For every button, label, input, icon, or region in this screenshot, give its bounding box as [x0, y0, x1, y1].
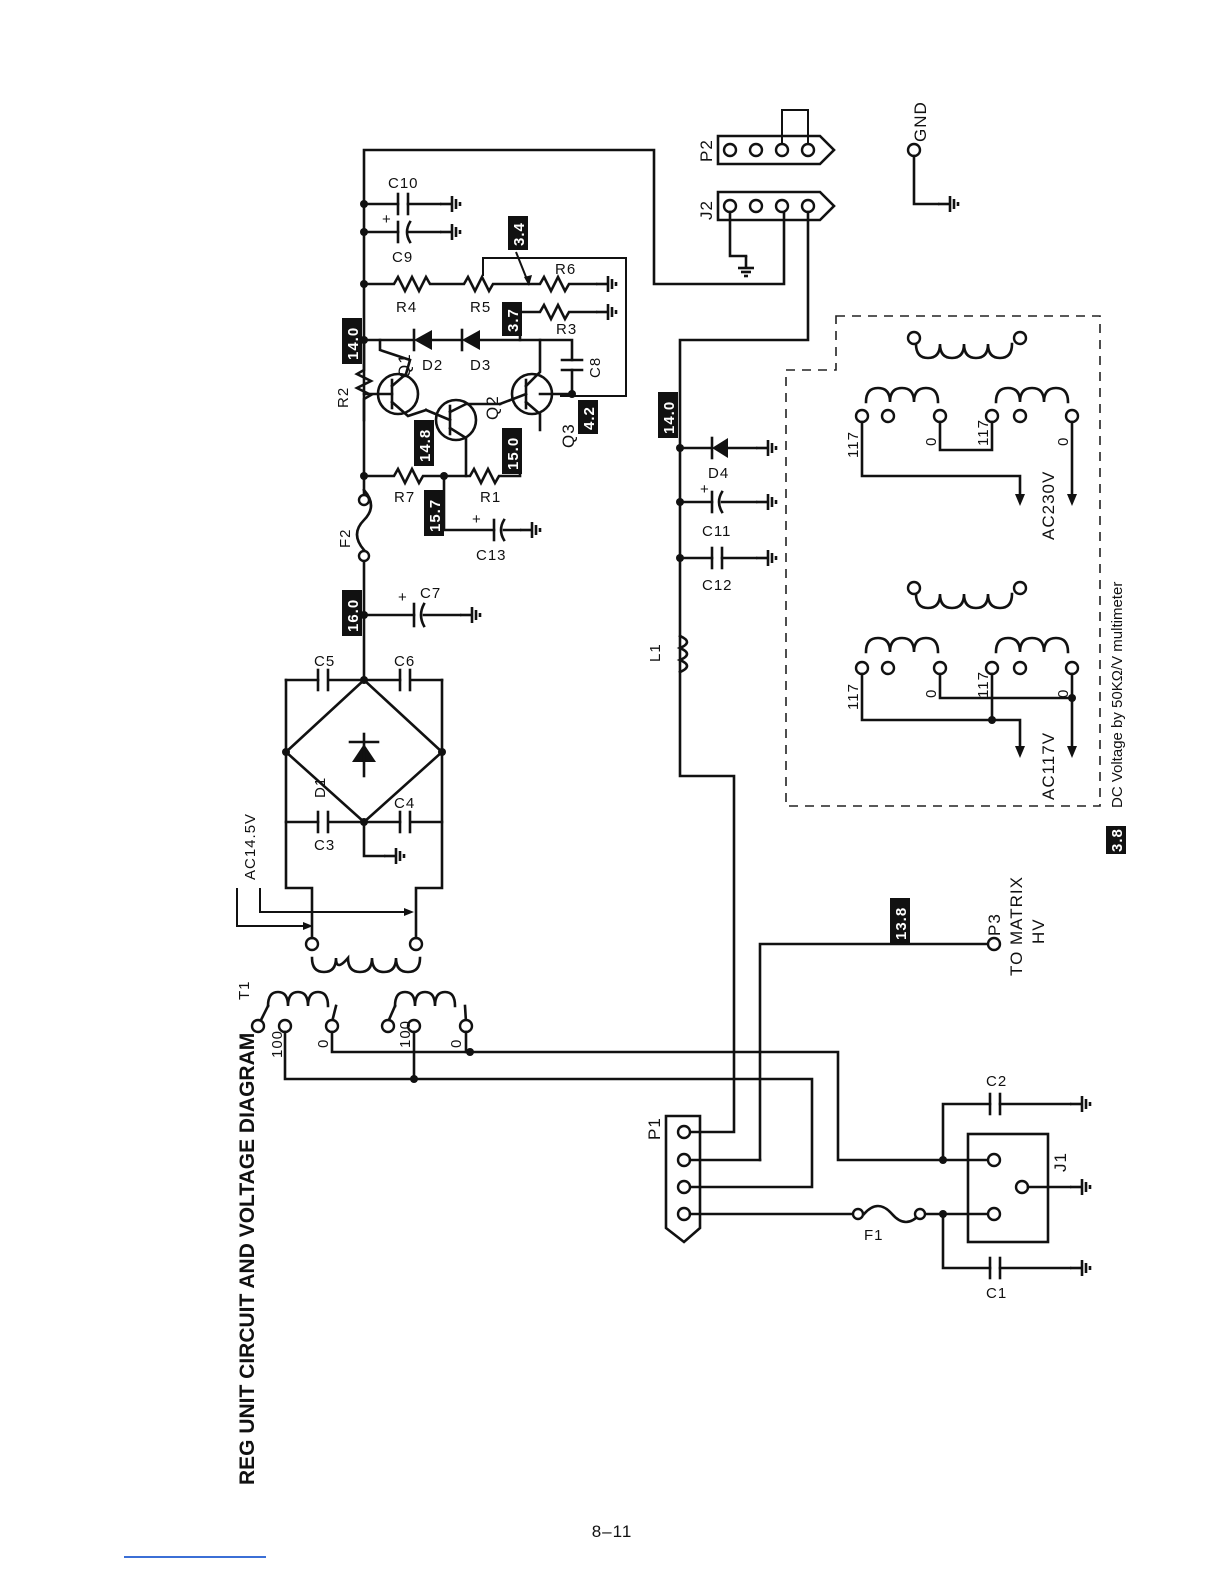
- tap117-d: 117: [975, 671, 992, 698]
- c7-label: C7: [420, 585, 441, 602]
- q3-label: Q3: [559, 423, 578, 448]
- p3-hv-output: P3 TO MATRIX HV: [758, 876, 1048, 1162]
- q2-label: Q2: [483, 395, 502, 420]
- ac14-5v-label: AC14.5V: [242, 813, 259, 880]
- tap0-a: 0: [315, 1039, 332, 1048]
- r2-label: R2: [335, 387, 352, 408]
- d4-label: D4: [708, 465, 729, 482]
- lv-filter: D4 + C11 C12 L1: [647, 436, 778, 674]
- voltage-14-8: 14.8: [417, 429, 434, 462]
- tap0-d: 0: [1055, 437, 1072, 446]
- d2-label: D2: [422, 357, 443, 374]
- c4-label: C4: [394, 795, 415, 812]
- note-badge: 3.8: [1109, 828, 1126, 852]
- voltage-selector-box: 117 0 117 0 AC230V 117 0 117 0 AC117V: [785, 315, 1101, 807]
- j1-label: J1: [1051, 1152, 1070, 1172]
- voltage-4-2: 4.2: [581, 406, 598, 430]
- tap0-f: 0: [1055, 689, 1072, 698]
- j2-label: J2: [697, 200, 716, 220]
- c13-plus: +: [472, 511, 482, 528]
- p3-label: P3: [985, 913, 1004, 936]
- c1-label: C1: [986, 1285, 1007, 1302]
- d3-label: D3: [470, 357, 491, 374]
- voltage-14-0-top: 14.0: [345, 327, 362, 360]
- q1-label: Q1: [395, 353, 414, 378]
- voltage-badges: 14.0 16.0 15.7 14.8 15.0 3.7 3.4 4.2 14.…: [342, 216, 910, 944]
- p2-label: P2: [697, 139, 716, 162]
- connector-p2: P2: [697, 109, 836, 166]
- r5-label: R5: [470, 299, 491, 316]
- c6-label: C6: [394, 653, 415, 670]
- voltage-15-7: 15.7: [427, 499, 444, 532]
- tap117-a: 117: [845, 431, 862, 458]
- voltage-3-4: 3.4: [511, 222, 528, 246]
- p1-label: P1: [645, 1117, 664, 1140]
- tap0-e: 0: [923, 689, 940, 698]
- to-matrix-label: TO MATRIX: [1007, 876, 1026, 976]
- connector-j2: J2: [678, 190, 836, 1134]
- tap100-a: 100: [269, 1030, 286, 1058]
- measurement-note: 3.8 DC Voltage by 50KΩ/V multimeter: [1106, 582, 1126, 854]
- regulator-section: F2 C7 + C10 + C9 R4 R5 R6 R3: [335, 148, 786, 682]
- tap0-c: 0: [923, 437, 940, 446]
- f1-label: F1: [864, 1227, 884, 1244]
- l1-label: L1: [647, 643, 664, 662]
- c3-label: C3: [314, 837, 335, 854]
- page-number: 8–11: [591, 1522, 633, 1541]
- c11-plus: +: [700, 481, 710, 498]
- gnd-label: GND: [911, 101, 930, 142]
- ac230v-label: AC230V: [1039, 471, 1058, 540]
- voltage-3-7: 3.7: [505, 308, 522, 332]
- c9-label: C9: [392, 249, 413, 266]
- r1-label: R1: [480, 489, 501, 506]
- r4-label: R4: [396, 299, 417, 316]
- t1-label: T1: [236, 980, 253, 1000]
- c7-plus: +: [398, 589, 408, 606]
- transformer-t1: T1 100 0 100 0 AC14.5V: [236, 678, 996, 1189]
- diagram-title: REG UNIT CIRCUIT AND VOLTAGE DIAGRAM: [236, 1033, 259, 1485]
- bridge-rectifier-d1: D1 C3 C4 C5 C6: [282, 653, 446, 866]
- voltage-15-0: 15.0: [505, 437, 522, 470]
- c5-label: C5: [314, 653, 335, 670]
- c9-plus: +: [382, 211, 392, 228]
- tap117-b: 117: [975, 419, 992, 446]
- mains-input-j1: F1 C2 C1 J1: [851, 1073, 1092, 1302]
- c10-label: C10: [388, 175, 419, 192]
- c8-label: C8: [587, 357, 604, 378]
- d1-label: D1: [312, 777, 329, 798]
- c2-label: C2: [986, 1073, 1007, 1090]
- f2-label: F2: [337, 528, 354, 548]
- voltage-13-8: 13.8: [893, 907, 910, 940]
- r6-label: R6: [555, 261, 576, 278]
- connector-p1: P1: [645, 1114, 854, 1244]
- gnd-terminal: GND: [906, 101, 960, 214]
- c11-label: C11: [702, 523, 731, 540]
- footer-rule: [124, 1556, 266, 1558]
- tap117-c: 117: [845, 683, 862, 710]
- c12-label: C12: [702, 577, 733, 594]
- voltage-14-0-low: 14.0: [661, 401, 678, 434]
- note-text: DC Voltage by 50KΩ/V multimeter: [1109, 582, 1126, 808]
- ac117v-label: AC117V: [1039, 732, 1058, 800]
- tap100-b: 100: [397, 1020, 414, 1048]
- c13-label: C13: [476, 547, 507, 564]
- tap0-b: 0: [448, 1039, 465, 1048]
- r3-label: R3: [556, 321, 577, 338]
- hv-label: HV: [1029, 918, 1048, 944]
- voltage-16-0: 16.0: [345, 599, 362, 632]
- r7-label: R7: [394, 489, 415, 506]
